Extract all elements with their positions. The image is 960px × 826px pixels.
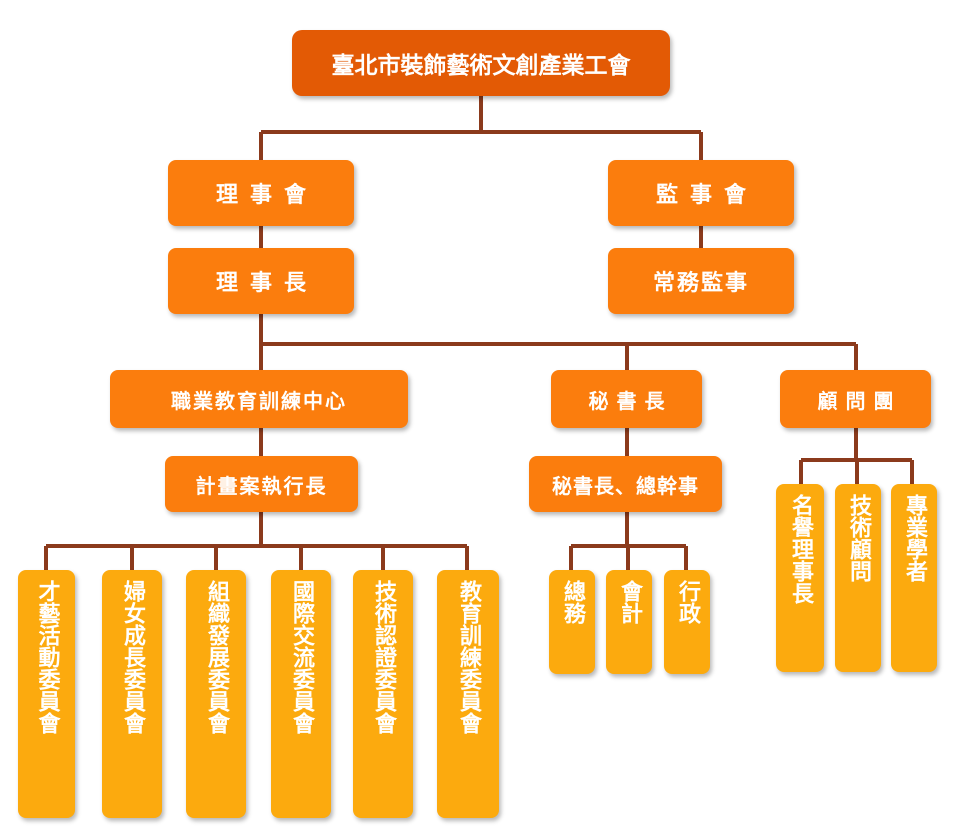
committee-organization-development: 組織發展委員會 — [186, 570, 246, 818]
committee-international-exchange: 國際交流委員會 — [271, 570, 331, 818]
supervisors-node: 監事會 — [608, 160, 794, 226]
advisor-technical-consultant: 技術顧問 — [835, 484, 881, 672]
standing-supervisor-node: 常務監事 — [608, 248, 794, 314]
chairman-node: 理事長 — [168, 248, 354, 314]
committee-womens-growth: 婦女成長委員會 — [102, 570, 162, 818]
committee-technical-certification: 技術認證委員會 — [353, 570, 413, 818]
advisor-honorary-chairman: 名譽理事長 — [776, 484, 824, 672]
secretary-staff-node: 秘書長、總幹事 — [529, 456, 722, 512]
project-executive-node: 計畫案執行長 — [165, 456, 358, 512]
secretary-general-node: 秘書長 — [551, 370, 702, 428]
advisory-group-node: 顧問團 — [780, 370, 931, 428]
training-center-node: 職業教育訓練中心 — [110, 370, 408, 428]
committee-education-training: 教育訓練委員會 — [437, 570, 499, 818]
advisor-professional-scholars: 專業學者 — [891, 484, 937, 672]
committee-talent-activities: 才藝活動委員會 — [18, 570, 75, 818]
unit-accounting: 會計 — [606, 570, 652, 674]
unit-administration: 行政 — [664, 570, 710, 674]
root-node: 臺北市裝飾藝術文創產業工會 — [292, 30, 670, 96]
unit-general-affairs: 總務 — [549, 570, 595, 674]
board-node: 理事會 — [168, 160, 354, 226]
